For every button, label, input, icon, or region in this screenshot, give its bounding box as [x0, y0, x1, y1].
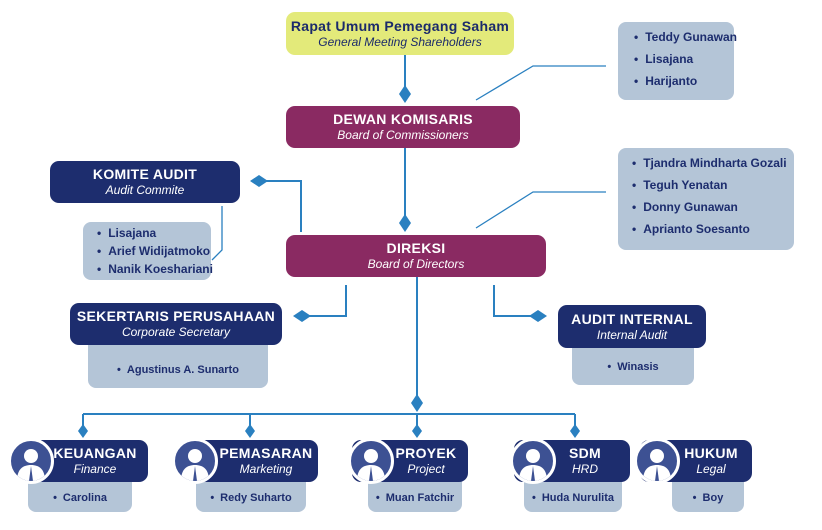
dept-project-title: PROYEK: [395, 445, 457, 461]
audit-committee-member: Arief Widijatmoko: [97, 242, 211, 260]
corp-sec-box: SEKERTARIS PERUSAHAAN Corporate Secretar…: [70, 303, 282, 345]
bod-member: Aprianto Soesanto: [632, 218, 794, 240]
dept-legal-subtitle: Legal: [696, 462, 726, 476]
boc-member: Teddy Gunawan: [634, 26, 737, 48]
dept-hrd-member: Huda Nurulita: [532, 492, 614, 504]
gms-subtitle: General Meeting Shareholders: [318, 34, 482, 49]
internal-audit-title: AUDIT INTERNAL: [571, 310, 693, 327]
boc-member: Lisajana: [634, 48, 734, 70]
bod-member: Teguh Yenatan: [632, 174, 794, 196]
dept-finance-person-icon: [8, 438, 54, 484]
corp-sec-member: Agustinus A. Sunarto: [117, 364, 239, 376]
audit-committee-member: Lisajana: [97, 224, 211, 242]
dept-finance-subtitle: Finance: [73, 462, 117, 476]
dept-hrd-subtitle: HRD: [572, 462, 598, 476]
bod-member: Tjandra Mindharta Gozali: [632, 152, 794, 174]
dept-finance-member: Carolina: [53, 492, 107, 504]
corp-sec-subtitle: Corporate Secretary: [121, 325, 231, 339]
gms-title: Rapat Umum Pemegang Saham: [290, 17, 510, 34]
bod-title: DIREKSI: [386, 240, 446, 256]
dept-marketing-member: Redy Suharto: [210, 492, 292, 504]
bod-members: Tjandra Mindharta Gozali Teguh Yenatan D…: [618, 148, 794, 250]
boc-subtitle: Board of Commissioners: [337, 128, 469, 142]
audit-committee-subtitle: Audit Commite: [105, 183, 185, 197]
boc-title: DEWAN KOMISARIS: [333, 111, 473, 127]
bod-subtitle: Board of Directors: [367, 257, 465, 271]
internal-audit-member: Winasis: [607, 361, 658, 373]
bod-member: Donny Gunawan: [632, 196, 794, 218]
dept-hrd-title: SDM: [568, 445, 601, 461]
dept-marketing-subtitle: Marketing: [239, 462, 293, 476]
audit-committee-title: KOMITE AUDIT: [92, 166, 198, 182]
dept-project-subtitle: Project: [407, 462, 445, 476]
dept-legal-title: HUKUM: [684, 445, 738, 461]
gms-box: Rapat Umum Pemegang Saham General Meetin…: [286, 12, 514, 55]
boc-box: DEWAN KOMISARIS Board of Commissioners: [286, 106, 520, 148]
boc-members: Teddy Gunawan Lisajana Harijanto: [618, 22, 737, 100]
audit-committee-member: Nanik Koeshariani: [97, 260, 213, 278]
bod-box: DIREKSI Board of Directors: [286, 235, 546, 277]
internal-audit-subtitle: Internal Audit: [596, 327, 668, 342]
audit-committee-members: Lisajana Arief Widijatmoko Nanik Koeshar…: [83, 222, 213, 280]
dept-marketing-title: PEMASARAN: [219, 445, 313, 461]
dept-legal-person-icon: [634, 438, 680, 484]
dept-finance-title: KEUANGAN: [53, 445, 137, 461]
dept-project-person-icon: [348, 438, 394, 484]
dept-legal-member: Boy: [693, 492, 724, 504]
internal-audit-box: AUDIT INTERNAL Internal Audit: [558, 305, 706, 348]
dept-project-member: Muan Fatchir: [376, 492, 454, 504]
dept-hrd-person-icon: [510, 438, 556, 484]
boc-member: Harijanto: [634, 70, 734, 92]
corp-sec-title: SEKERTARIS PERUSAHAAN: [76, 308, 276, 324]
dept-marketing-person-icon: [172, 438, 218, 484]
audit-committee-box: KOMITE AUDIT Audit Commite: [50, 161, 240, 203]
